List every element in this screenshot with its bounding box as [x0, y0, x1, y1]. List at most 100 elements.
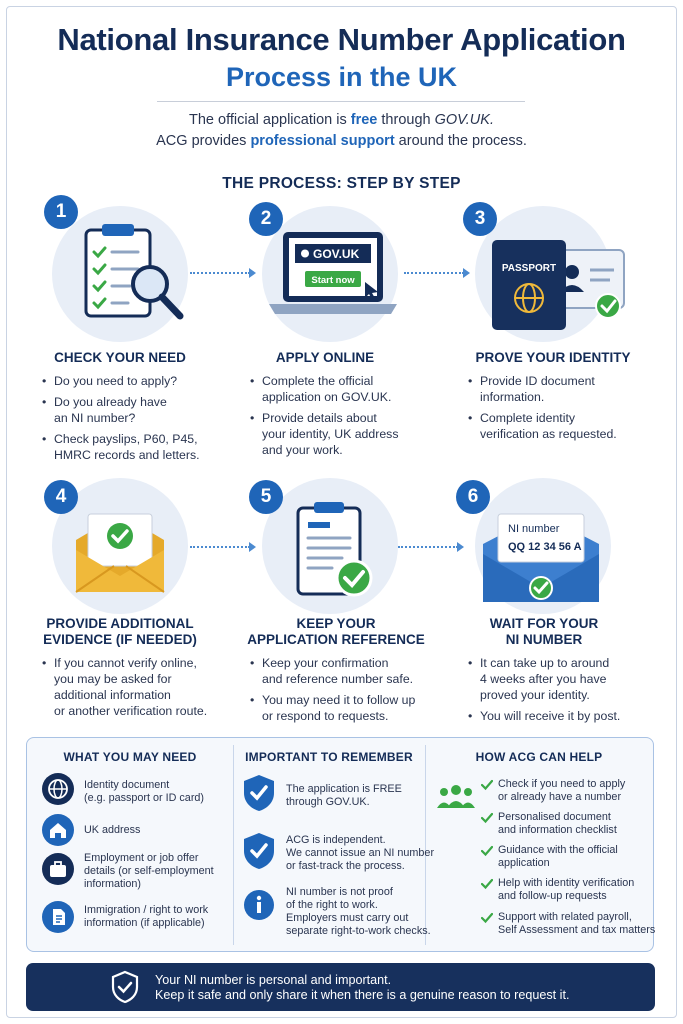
step-arrow [190, 268, 256, 278]
briefcase-icon [42, 853, 74, 885]
step-arrow [190, 542, 256, 552]
gov-label: GOV.UK [313, 247, 360, 261]
page-subtitle: Process in the UK [225, 62, 458, 92]
process-heading: THE PROCESS: STEP BY STEP [222, 175, 461, 192]
globe-icon [42, 773, 74, 805]
step-arrow [404, 268, 470, 278]
step-6-number: 6 [456, 480, 490, 514]
step-4-number: 4 [44, 480, 78, 514]
document-check-icon [296, 502, 373, 597]
passport-icon: PASSPORT [492, 240, 625, 330]
panel-heading-remember: IMPORTANT TO REMEMBER [245, 750, 413, 764]
intro-govuk: GOV.UK. [434, 112, 494, 128]
banner-line-2: Keep it safe and only share it when ther… [155, 988, 570, 1002]
check-icon [481, 912, 493, 924]
list-item: Check payslips, P60, P45,HMRC records an… [40, 431, 220, 463]
banner-text: Your NI number is personal and important… [155, 973, 569, 1003]
shield-check-icon [111, 970, 139, 1004]
check-icon [481, 812, 493, 824]
info-icon [244, 890, 274, 920]
step-1-number: 1 [44, 195, 78, 229]
footer-banner [26, 963, 655, 1011]
intro-line-1: The official application is free through… [0, 112, 683, 128]
panel-divider [425, 745, 426, 945]
people-icon [437, 785, 475, 808]
list-item: Do you need to apply? [40, 373, 220, 389]
step-heading-line: EVIDENCE (IF NEEDED) [43, 632, 197, 647]
step-heading-line: NI NUMBER [505, 632, 583, 647]
clipboard-magnifier-icon [84, 224, 184, 320]
intro-highlight-free: free [350, 112, 378, 128]
panel-heading-need: WHAT YOU MAY NEED [63, 750, 197, 764]
remember-item-independent: ACG is independent.We cannot issue an NI… [286, 834, 435, 872]
step-1-heading: CHECK YOUR NEED [30, 350, 210, 366]
step-2-heading: APPLY ONLINE [240, 350, 410, 366]
need-item-address: UK address [84, 824, 141, 836]
intro-highlight-support: professional support [250, 133, 395, 149]
page-frame [6, 6, 677, 1018]
step-1-bullets: Do you need to apply? Do you already hav… [40, 373, 220, 468]
step-2-number: 2 [249, 202, 283, 236]
intro-text: The official application is [189, 112, 351, 128]
intro-text: through [377, 112, 435, 128]
step-heading-line: CHECK YOUR NEED [54, 350, 186, 365]
step-arrow [398, 542, 464, 552]
passport-label: PASSPORT [502, 263, 556, 274]
envelope-check-icon [75, 513, 165, 593]
home-icon [42, 814, 74, 846]
letter-title: NI number [508, 523, 560, 535]
intro-text: ACG provides [156, 133, 251, 149]
start-now-label: Start now [311, 275, 355, 286]
mail-letter-icon: NI number QQ 12 34 56 A [483, 513, 599, 602]
info-panel [26, 737, 654, 952]
list-item: You will receive it by post. [466, 708, 656, 724]
divider [157, 101, 525, 102]
panel-divider [233, 745, 234, 945]
letter-value: QQ 12 34 56 A [508, 541, 582, 553]
help-item: Support with related payroll,Self Assess… [498, 911, 656, 936]
step-heading-line: KEEP YOUR [296, 616, 376, 631]
step-heading-line: PROVE YOUR IDENTITY [475, 350, 631, 365]
document-icon [42, 901, 74, 933]
step-heading-line: WAIT FOR YOUR [489, 616, 599, 631]
check-icon [481, 845, 493, 857]
step-3-heading: PROVE YOUR IDENTITY [458, 350, 648, 366]
laptop-icon: GOV.UK Start now [269, 232, 397, 314]
page-title: National Insurance Number Application [57, 22, 626, 57]
shield-check-icon [244, 833, 274, 869]
step-4-bullets: If you cannot verify online,you may be a… [40, 655, 230, 724]
step-5-number: 5 [249, 480, 283, 514]
check-icon [481, 779, 493, 791]
step-heading-line: APPLY ONLINE [275, 350, 375, 365]
shield-check-icon [244, 775, 274, 811]
need-item-identity: Identity document(e.g. passport or ID ca… [84, 779, 205, 804]
check-icon [481, 878, 493, 890]
step-heading-line: PROVIDE ADDITIONAL [46, 616, 194, 631]
step-heading-line: APPLICATION REFERENCE [247, 632, 425, 647]
list-item: If you cannot verify online,you may be a… [40, 655, 230, 719]
intro-line-2: ACG provides professional support around… [0, 133, 683, 149]
banner-line-1: Your NI number is personal and important… [155, 973, 392, 987]
